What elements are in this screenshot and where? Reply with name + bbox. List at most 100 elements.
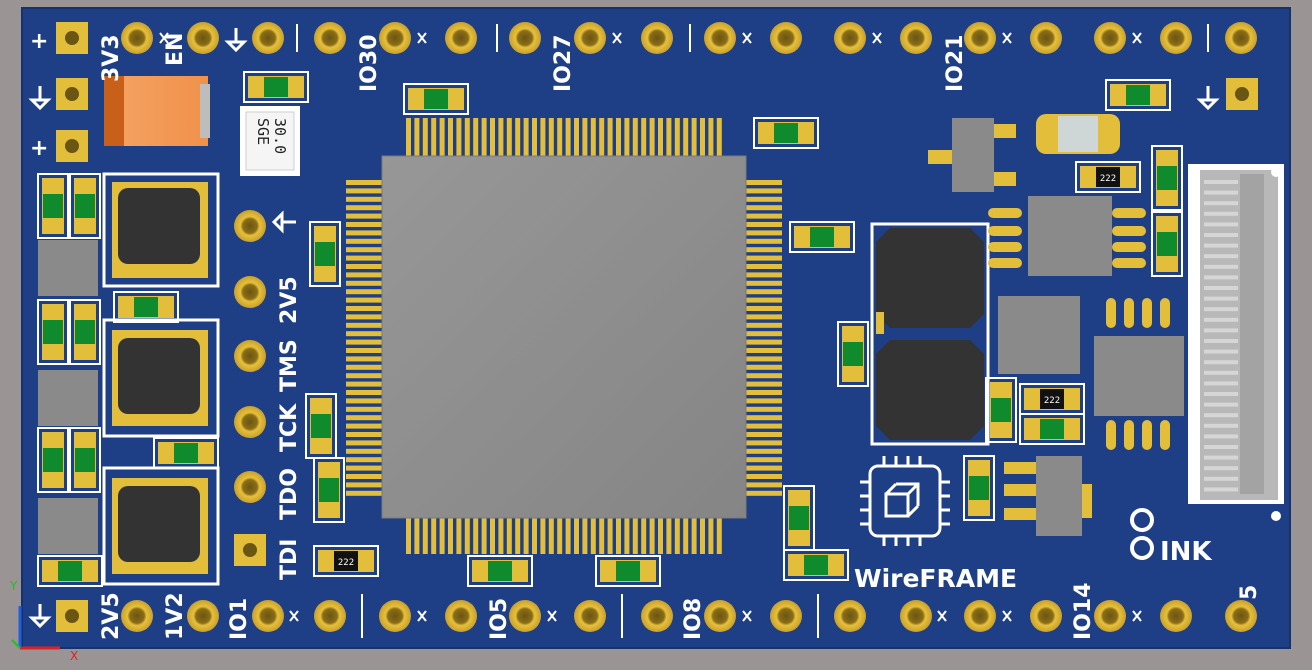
fpga-pin bbox=[346, 448, 384, 454]
fpga-pin bbox=[498, 118, 504, 158]
smd-resistor bbox=[1019, 413, 1085, 445]
fpga-pin bbox=[574, 118, 579, 158]
fpga-pin bbox=[431, 118, 437, 158]
ink-logo-icon bbox=[1130, 508, 1154, 560]
fpga-pin bbox=[414, 118, 420, 158]
through-hole-pad bbox=[252, 22, 284, 54]
label-2v5-jtag: 2V5 bbox=[277, 276, 302, 324]
smd-resistor bbox=[37, 555, 103, 587]
fpga-pin bbox=[744, 356, 782, 362]
fpga-pin bbox=[346, 398, 384, 404]
ffc-pin bbox=[1204, 402, 1238, 407]
fpga-pin bbox=[674, 516, 680, 554]
smd-resistor bbox=[1105, 79, 1171, 111]
smd-resistor bbox=[783, 485, 815, 551]
ffc-connector bbox=[1188, 164, 1284, 521]
fpga-pin bbox=[481, 516, 487, 554]
fpga-pin bbox=[346, 364, 384, 370]
fpga-pin bbox=[658, 118, 663, 158]
fpga-pin bbox=[716, 516, 722, 554]
fpga-pin bbox=[744, 213, 782, 219]
ffc-pin bbox=[1204, 466, 1238, 471]
fpga-pin bbox=[506, 118, 512, 158]
ffc-pin bbox=[1204, 243, 1238, 248]
ffc-pin bbox=[1204, 392, 1238, 396]
fpga-pin bbox=[346, 289, 384, 295]
fpga-pin bbox=[346, 306, 384, 311]
fpga-pin bbox=[641, 118, 647, 158]
fpga-pin bbox=[523, 516, 529, 554]
fpga-pin bbox=[406, 516, 411, 554]
fpga-pin bbox=[744, 490, 782, 496]
fpga-pin bbox=[346, 356, 384, 362]
fpga-pin bbox=[616, 118, 621, 158]
fpga-pin bbox=[582, 516, 588, 554]
fpga-pin bbox=[744, 474, 782, 479]
fpga-pin bbox=[744, 180, 782, 185]
fpga-pin bbox=[744, 415, 782, 421]
ffc-pin bbox=[1204, 317, 1238, 322]
fpga-pin bbox=[532, 516, 537, 554]
silkscreen-labels: 3V3 EN IO30 IO27 IO21 2V5 1V2 IO1 IO5 IO… bbox=[99, 33, 1262, 640]
smd-resistor bbox=[69, 299, 101, 365]
fpga-pin bbox=[607, 118, 613, 158]
fpga-pin bbox=[346, 280, 384, 286]
through-hole-pad bbox=[314, 22, 346, 54]
fpga-pin bbox=[346, 406, 384, 412]
label-io14: IO14 bbox=[1071, 582, 1096, 640]
fpga-pin bbox=[744, 406, 782, 412]
label-io21: IO21 bbox=[943, 34, 968, 92]
fpga-pin bbox=[346, 222, 384, 227]
fpga-pin bbox=[744, 205, 782, 211]
fpga-pin bbox=[346, 272, 384, 278]
fpga-pin bbox=[744, 432, 782, 437]
resistor-code: 222 bbox=[1044, 396, 1060, 406]
label-io30: IO30 bbox=[357, 34, 382, 92]
fpga-pin bbox=[624, 516, 630, 554]
ground-icon bbox=[224, 28, 248, 53]
ffc-pin bbox=[1204, 201, 1238, 206]
jtag-header bbox=[234, 210, 266, 566]
fpga-pin bbox=[346, 213, 384, 219]
fpga-pin bbox=[346, 474, 384, 479]
fpga-pin bbox=[658, 516, 663, 554]
axis-label-x: X bbox=[70, 649, 78, 663]
through-hole-pad bbox=[1160, 22, 1192, 54]
fpga-pin bbox=[744, 247, 782, 253]
left-power-pins: + + bbox=[28, 28, 1258, 629]
fpga-pin bbox=[346, 205, 384, 211]
through-hole-pad bbox=[1094, 22, 1126, 54]
fpga-pin bbox=[473, 516, 479, 554]
fpga-pin bbox=[346, 440, 384, 446]
ffc-pin bbox=[1204, 360, 1238, 365]
through-hole-pad bbox=[834, 22, 866, 54]
ffc-pin bbox=[1204, 286, 1238, 290]
fpga-pin bbox=[439, 118, 445, 158]
fpga-pin bbox=[515, 118, 521, 158]
fpga-pin bbox=[506, 516, 512, 554]
fpga-pin bbox=[346, 423, 384, 429]
ffc-pin bbox=[1204, 180, 1238, 184]
smd-resistor bbox=[837, 321, 869, 387]
fpga-pin bbox=[744, 230, 782, 236]
fpga-pin bbox=[744, 423, 782, 429]
fpga-pin bbox=[346, 482, 384, 488]
fpga-pin bbox=[744, 373, 782, 379]
fpga-pin bbox=[744, 348, 782, 353]
crystal-brand-text: SGE bbox=[254, 118, 272, 145]
fpga-pin bbox=[532, 118, 537, 158]
fpga-pin bbox=[557, 516, 563, 554]
ffc-pin bbox=[1204, 254, 1238, 259]
ground-icon bbox=[28, 604, 52, 629]
fpga-pin bbox=[565, 516, 571, 554]
fpga-pin bbox=[346, 297, 384, 303]
ffc-pin bbox=[1204, 423, 1238, 428]
smd-resistor bbox=[467, 555, 533, 587]
ffc-pin bbox=[1204, 233, 1238, 237]
smd-resistor: 222 bbox=[1019, 383, 1085, 415]
label-tdi: TDI bbox=[277, 539, 302, 580]
fpga-chip bbox=[381, 155, 747, 519]
sot-packages-left bbox=[38, 240, 98, 554]
